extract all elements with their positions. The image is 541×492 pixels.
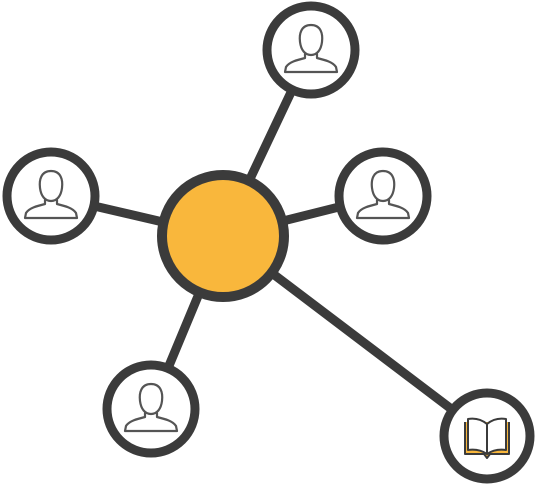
book-icon bbox=[464, 417, 510, 459]
hub-group bbox=[157, 170, 289, 302]
node-bottom-right bbox=[439, 388, 535, 484]
hub-node bbox=[157, 170, 289, 302]
person-icon bbox=[283, 23, 339, 74]
node-circle bbox=[334, 147, 432, 245]
person-icon bbox=[123, 382, 179, 433]
node-circle bbox=[102, 360, 200, 458]
node-top bbox=[262, 1, 360, 99]
node-left bbox=[2, 147, 100, 245]
person-icon bbox=[23, 169, 79, 220]
node-circle bbox=[2, 147, 100, 245]
node-circle bbox=[262, 1, 360, 99]
person-icon bbox=[355, 169, 411, 220]
node-bottom-left bbox=[102, 360, 200, 458]
node-right bbox=[334, 147, 432, 245]
diagram-nodes bbox=[2, 1, 535, 484]
